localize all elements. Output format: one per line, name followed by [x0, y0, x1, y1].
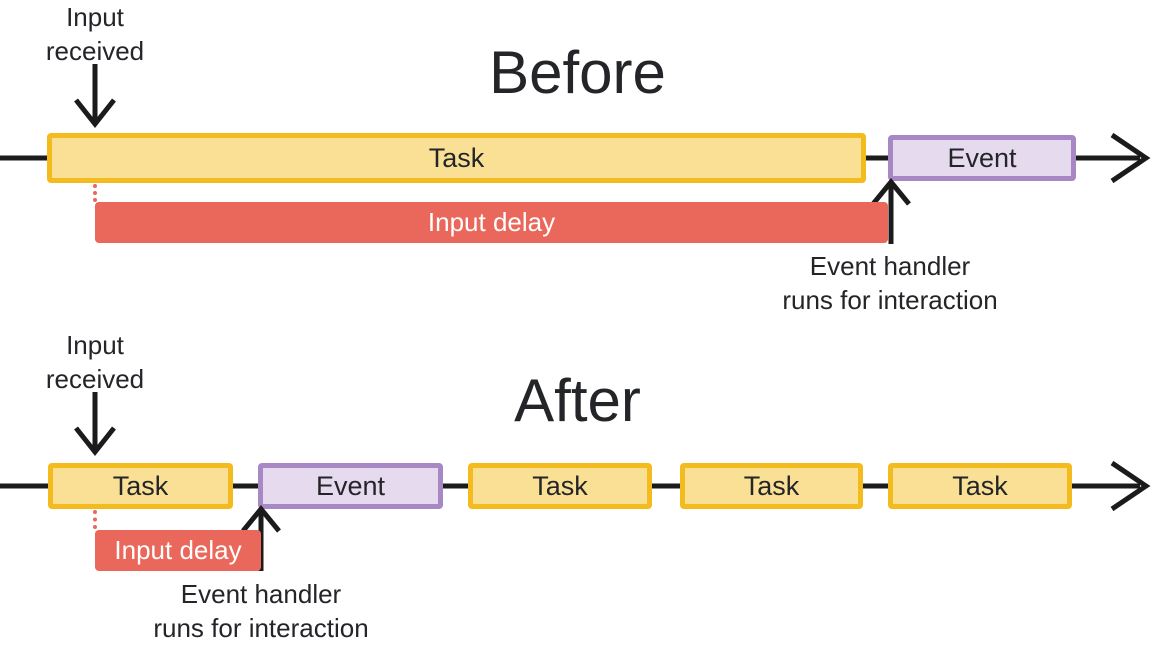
input-received-label: Input received — [45, 2, 145, 66]
event-handler-arrow-icon — [241, 505, 281, 571]
event-handler-note: Event handler runs for interaction — [111, 577, 411, 645]
event-handler-note-line1: Event handler — [809, 251, 971, 281]
bar-label: Task — [743, 470, 800, 501]
event-handler-note-line1: Event handler — [180, 579, 342, 609]
task-bar: Task — [680, 463, 863, 509]
event-handler-note-line2: runs for interaction — [782, 285, 998, 315]
input-delay-label: Input delay — [427, 207, 556, 237]
bar-label: Task — [952, 470, 1008, 501]
input-delay-label: Input delay — [114, 535, 242, 565]
task-bar: Task — [888, 463, 1072, 509]
bar-label: Task — [428, 142, 485, 173]
event-bar: Event — [888, 135, 1076, 181]
task-bar: Task — [47, 133, 866, 183]
task-bar: Task — [48, 463, 233, 509]
input-delay-connector — [93, 184, 97, 202]
task-bar: Task — [468, 463, 652, 509]
event-handler-note: Event handler runs for interaction — [740, 249, 1040, 317]
input-delay-connector — [93, 510, 97, 529]
before-title: Before — [489, 39, 666, 106]
event-handler-arrow-icon — [871, 178, 911, 244]
bar-label: Event — [947, 142, 1017, 173]
bar-label: Event — [315, 470, 386, 501]
input-received-arrow-icon — [74, 64, 116, 129]
bar-label: Task — [112, 470, 169, 501]
input-delay-bar: Input delay — [95, 530, 261, 571]
event-handler-note-line2: runs for interaction — [153, 613, 369, 643]
input-received-label: Input received — [45, 330, 145, 394]
bar-label: Task — [532, 470, 588, 501]
event-bar: Event — [258, 463, 443, 509]
input-delay-bar: Input delay — [95, 202, 888, 243]
input-received-arrow-icon — [74, 392, 116, 457]
after-title: After — [514, 367, 641, 434]
